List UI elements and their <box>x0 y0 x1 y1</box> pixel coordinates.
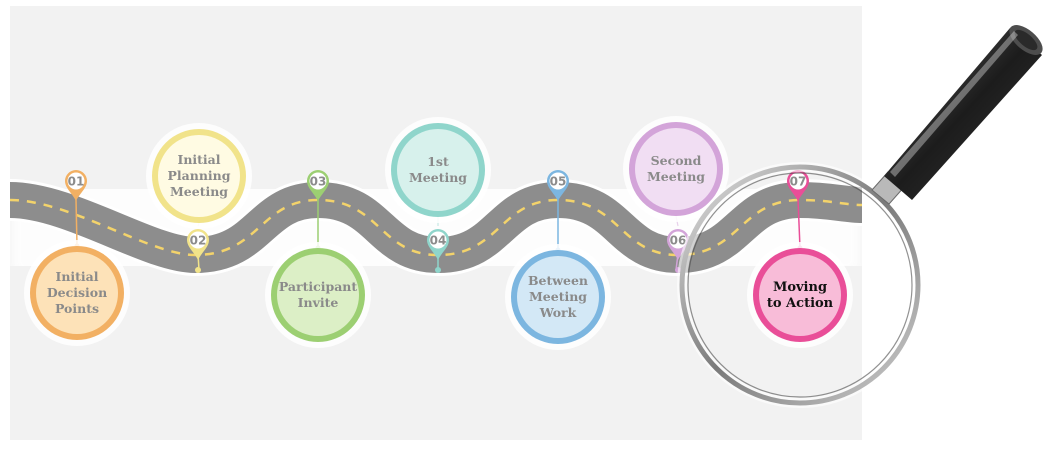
step-label-line: Participant <box>279 279 358 294</box>
step-number: 04 <box>430 233 447 247</box>
step-label-line: Between <box>528 273 588 288</box>
map-pin-icon: 04 <box>427 229 449 260</box>
map-pin-icon: 03 <box>307 170 329 201</box>
connector-line <box>75 198 78 247</box>
step-label-line: Work <box>539 305 577 320</box>
circle-face <box>397 129 479 211</box>
step-label-line: Decision <box>47 285 107 300</box>
step-number: 03 <box>310 174 327 188</box>
step-label-line: Initial <box>55 269 98 284</box>
map-pin-icon: 06 <box>667 229 689 260</box>
step-label-line: Meeting <box>529 289 587 304</box>
step-label-line: Points <box>55 301 99 316</box>
step-number: 07 <box>790 174 807 188</box>
circle-face <box>635 128 717 210</box>
step-label-line: Planning <box>167 168 230 183</box>
step-label-line: Second <box>651 153 702 168</box>
step-label-line: 1st <box>427 154 449 169</box>
connector-dot <box>195 267 201 273</box>
step-number: 05 <box>550 174 567 188</box>
step-label-line: Moving <box>773 280 827 295</box>
step-label-line: Meeting <box>647 169 705 184</box>
map-pin-icon: 07 <box>787 170 809 201</box>
circle-face <box>517 256 599 338</box>
step-label-line: Meeting <box>170 184 228 199</box>
step-number: 06 <box>670 233 687 247</box>
map-pin-icon: 05 <box>547 170 569 201</box>
step-number: 02 <box>190 233 207 247</box>
map-pin-icon: 01 <box>65 170 87 201</box>
step-label-line: Meeting <box>409 170 467 185</box>
circle-face <box>158 135 240 217</box>
step-label-line: Initial <box>177 152 220 167</box>
circle-face <box>36 252 118 334</box>
step-label-line: to Action <box>767 296 834 311</box>
map-pin-icon: 02 <box>187 229 209 260</box>
connector-dot <box>435 267 441 273</box>
step-label-line: Invite <box>298 295 339 310</box>
magnifying-glass-icon <box>677 25 1043 408</box>
circle-face <box>759 254 841 336</box>
step-number: 01 <box>68 174 85 188</box>
circle-face <box>277 254 359 336</box>
connector-line <box>797 198 801 249</box>
